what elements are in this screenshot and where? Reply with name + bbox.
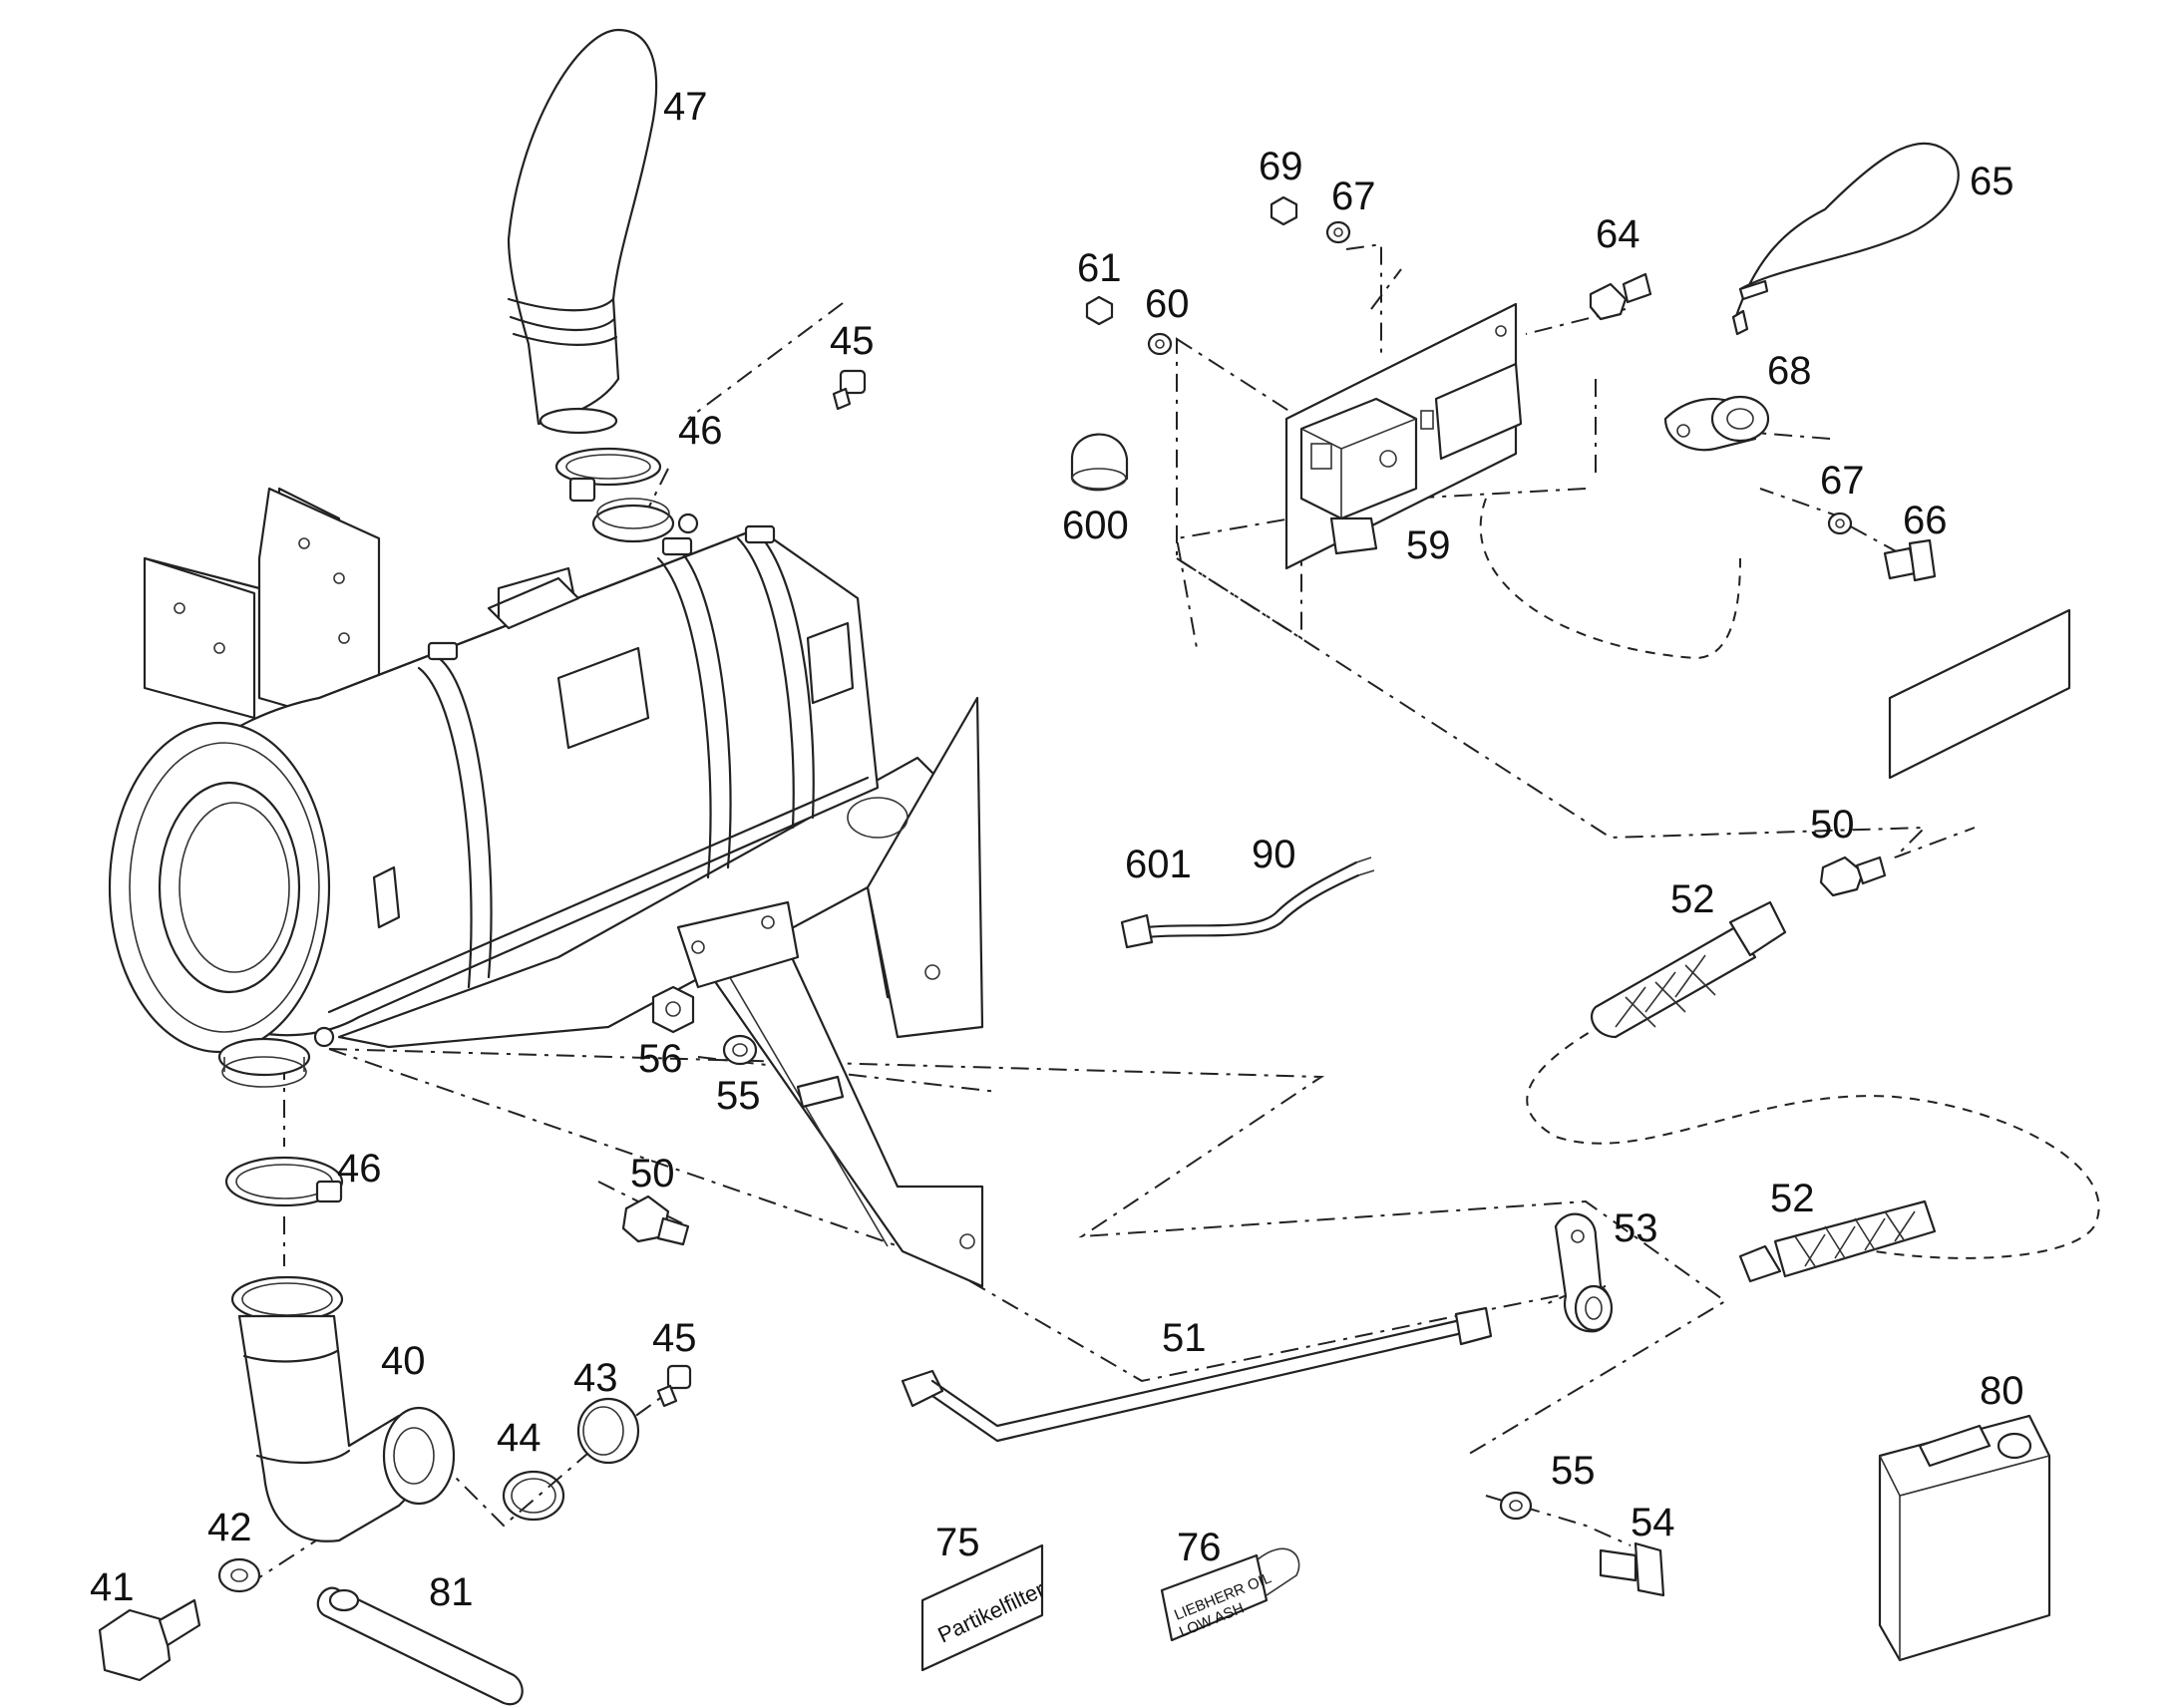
clip-53 [1554,1212,1614,1333]
tube-51 [901,1306,1493,1443]
line-65 [1731,142,1960,336]
label-600: 600 [1062,504,1129,547]
elbow-pipe-40 [230,1275,456,1542]
label-45-lower: 45 [652,1316,697,1360]
washer-55-lower [1499,1491,1533,1521]
label-47: 47 [663,85,708,129]
label-80: 80 [1980,1369,2024,1413]
clamp-46-upper [554,447,662,503]
bolt-45-lower [656,1364,692,1408]
label-52-lower: 52 [1770,1177,1815,1220]
label-60: 60 [1145,282,1190,326]
bolt-41 [98,1598,201,1682]
label-41: 41 [90,1565,135,1609]
intake-hose-47 [507,28,658,435]
fitting-64 [1589,272,1652,321]
label-64: 64 [1596,212,1640,256]
label-66: 66 [1903,499,1948,542]
clip-68 [1663,395,1770,452]
label-56: 56 [638,1037,683,1081]
label-76: 76 [1177,1526,1222,1569]
label-46-upper: 46 [678,409,723,453]
decal-75: Partikelfilter [920,1543,1048,1672]
hose-52-lower [1738,1199,1937,1283]
label-50-lower: 50 [630,1152,675,1196]
sensor-50-upper [1819,855,1887,897]
label-52-upper: 52 [1670,877,1715,921]
nut-69 [1270,195,1298,226]
particulate-filter-body [108,498,880,1088]
sensor-50-lower [621,1195,690,1246]
label-65: 65 [1970,160,2014,203]
label-67-lower: 67 [1820,459,1865,503]
bolt-54 [1599,1541,1665,1597]
nut-61 [1085,295,1114,326]
part-labels: 47 46 45 46 56 55 50 40 45 43 44 42 41 8… [90,85,2024,1614]
label-90: 90 [1252,833,1296,876]
label-59: 59 [1406,523,1451,567]
control-unit-59 [1284,302,1523,570]
pipe-81 [316,1586,524,1706]
bolt-66 [1883,538,1937,582]
label-44: 44 [497,1416,542,1460]
bolt-45-upper [832,369,867,411]
clamp-46-lower [224,1156,344,1207]
label-43: 43 [573,1356,618,1400]
washer-55-upper [722,1034,758,1066]
oil-canister-80 [1878,1414,2051,1662]
label-50-upper: 50 [1810,803,1855,847]
label-61: 61 [1077,246,1122,290]
mounting-bracket [143,487,984,1288]
label-51: 51 [1162,1316,1207,1360]
label-42: 42 [207,1506,252,1549]
cap-600 [1070,433,1129,492]
label-46-lower: 46 [337,1147,382,1191]
label-45-upper: 45 [830,319,875,363]
nut-56 [651,985,695,1034]
snap-ring-44 [502,1470,565,1522]
label-40: 40 [381,1339,426,1383]
washer-67-upper [1325,220,1351,244]
label-69: 69 [1259,145,1303,188]
label-75: 75 [935,1521,980,1564]
washer-67-lower [1827,512,1853,535]
washer-42 [217,1557,261,1593]
label-plate [1888,608,2071,780]
hose-52-upper [1591,900,1787,1039]
label-55-lower: 55 [1551,1449,1596,1493]
label-67-upper: 67 [1331,174,1376,218]
label-53: 53 [1614,1206,1658,1250]
washer-60 [1147,332,1173,356]
cable-90 [1120,856,1375,949]
label-68: 68 [1767,349,1812,393]
cap-43 [576,1397,640,1465]
label-54: 54 [1631,1501,1675,1544]
label-55-upper: 55 [716,1074,761,1118]
label-601: 601 [1125,843,1192,886]
label-81: 81 [429,1570,474,1614]
